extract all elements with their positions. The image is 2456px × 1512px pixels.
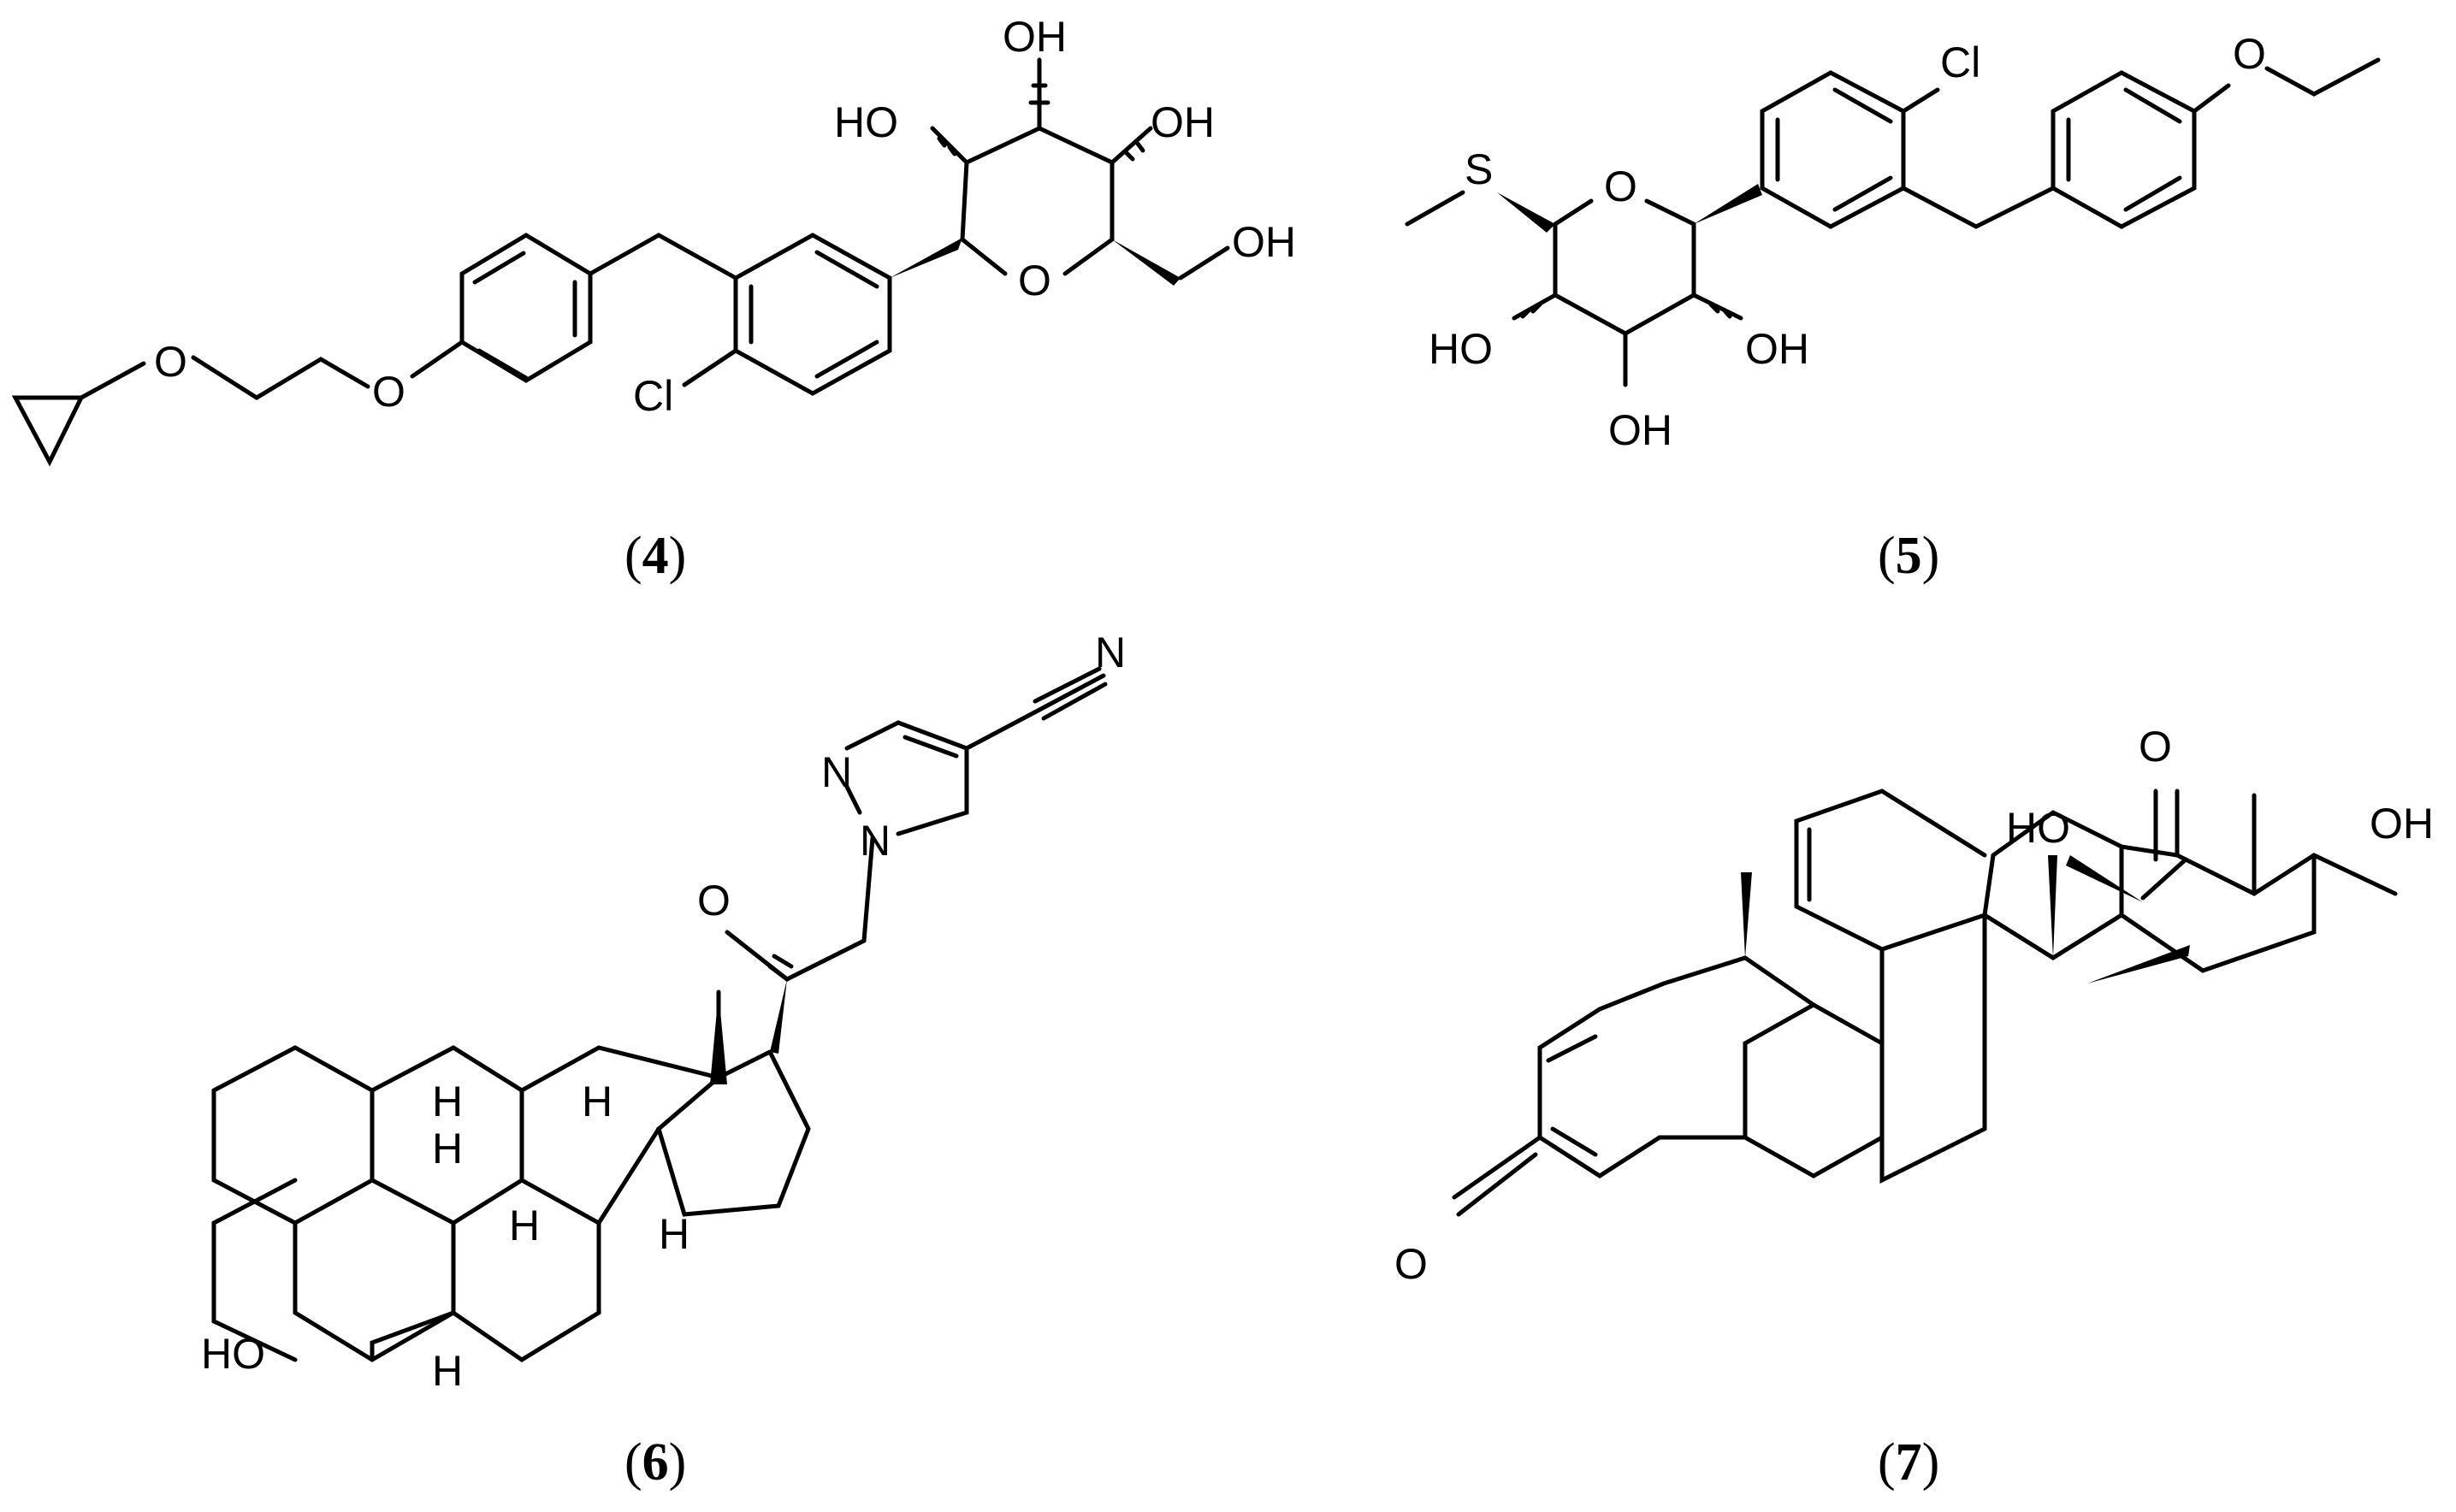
compound-6-atom-h5: H <box>432 1347 463 1395</box>
compound-4-structure <box>11 57 1230 467</box>
compound-4-atom-ho-left: HO <box>834 98 898 146</box>
compound-5-caption: (5) <box>1878 527 1939 585</box>
compound-7-atom-oh: OH <box>2370 800 2434 848</box>
compound-7-atom-o-ring-ketone: O <box>1394 1240 1428 1288</box>
compound-4-caption: (4) <box>624 527 686 585</box>
compound-4-atom-cl: Cl <box>633 372 673 420</box>
compound-4-atom-o-ring: O <box>1018 257 1051 304</box>
compound-6-atom-h6: H <box>432 1125 463 1172</box>
compound-4-atom-oh-right: OH <box>1151 98 1215 146</box>
compound-5-atom-o-ring: O <box>1604 162 1637 210</box>
compound-6-atom-h1: H <box>432 1078 463 1125</box>
compound-6-structure <box>211 666 1108 1362</box>
compound-4-atom-oh-top: OH <box>1003 13 1067 61</box>
compound-4-atom-o-ether2: O <box>372 368 405 416</box>
compound-6-atom-o-ketone: O <box>697 877 731 924</box>
compound-5-atom-s: S <box>1465 145 1493 193</box>
compound-4-atom-oh-ch2: OH <box>1232 218 1296 266</box>
compound-7-atom-ho: HO <box>2006 804 2070 852</box>
compound-5-atom-cl: Cl <box>1940 38 1980 86</box>
compound-6-atom-ho: HO <box>201 1330 265 1378</box>
compound-6-atom-h2: H <box>509 1202 540 1249</box>
compound-6-atom-n2: N <box>821 748 852 796</box>
compound-5-atom-o-ether: O <box>2233 30 2266 78</box>
compound-7-caption: (7) <box>1878 1433 1939 1491</box>
compound-6-caption: (6) <box>624 1433 686 1491</box>
compound-6-atom-h4: H <box>659 1210 689 1258</box>
compound-5-atom-oh-bottom: OH <box>1608 406 1672 454</box>
compound-5-atom-ho-left: HO <box>1429 325 1493 373</box>
compound-6-atom-h3: H <box>582 1078 613 1125</box>
compound-7-structure <box>1452 788 2398 1217</box>
compound-6-atom-n-nitrile: N <box>1095 629 1126 676</box>
compound-5-atom-oh-right: OH <box>1745 325 1809 373</box>
compound-6-atom-n1: N <box>860 817 891 865</box>
compound-4-atom-o-ether1: O <box>154 338 187 386</box>
compound-7-atom-o-ketone-side: O <box>2139 723 2172 771</box>
compound-5-structure <box>1405 57 2381 387</box>
